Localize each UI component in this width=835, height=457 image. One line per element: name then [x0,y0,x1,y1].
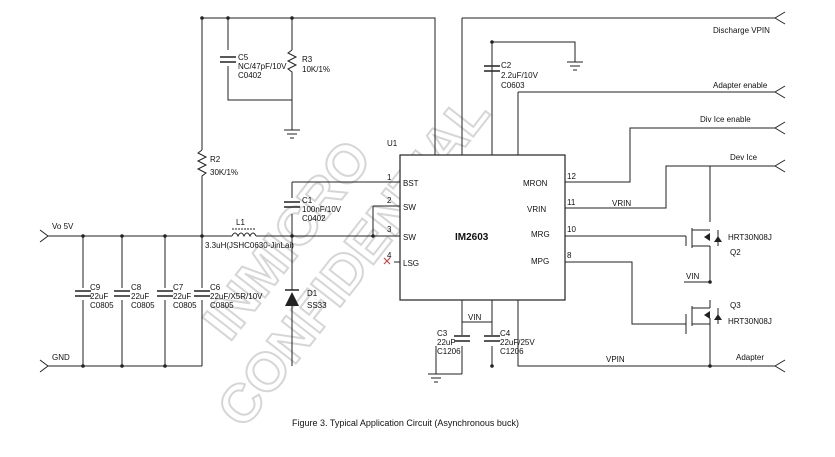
r2-ref: R2 [210,155,221,164]
pin-num-3: 3 [387,225,392,234]
port-dev-ice: Dev Ice [730,153,758,162]
c2-ref: C2 [501,61,512,70]
c8-package: C0805 [131,301,155,310]
q3-value: HRT30N08J [728,317,772,326]
resistor-r3: R3 10K/1% [286,49,330,76]
net-vin-top: VIN [468,313,482,322]
c1-package: C0402 [302,214,326,223]
capacitor-c3: C3 22uF C1206 [437,329,470,356]
c9-package: C0805 [90,301,114,310]
c4-package: C1206 [500,347,524,356]
port-vo-5v: Vo 5V [52,222,74,231]
c1-value: 100nF/10V [302,205,342,214]
net-vrin: VRIN [612,199,631,208]
c6-ref: C6 [210,283,221,292]
resistor-r2: R2 30K/1% [196,149,238,182]
c8-value: 22uF [131,292,149,301]
q2-ref: Q2 [730,248,741,257]
c2-value: 2.2uF/10V [501,71,539,80]
pin-num-2: 2 [387,196,392,205]
pin-name-mron: MRON [523,179,548,188]
pin-name-lsg: LSG [403,259,419,268]
wires [48,17,775,375]
ground-symbol [567,61,583,71]
capacitor-c8: C8 22uF C0805 [114,283,155,310]
c1-ref: C1 [302,196,313,205]
l1-ref: L1 [236,218,245,227]
r3-ref: R3 [302,55,313,64]
c6-package: C0805 [210,301,234,310]
c2-package: C0603 [501,81,525,90]
capacitor-c5: C5 NC/47pF/10V C0402 [220,53,287,80]
pin-name-mpg: MPG [531,257,549,266]
capacitor-c9: C9 22uF C0805 [75,283,114,310]
ic-name: IM2603 [455,232,489,243]
c3-ref: C3 [437,329,448,338]
port-adapter: Adapter [736,353,764,362]
c7-value: 22uF [173,292,191,301]
r3-value: 10K/1% [302,65,330,74]
capacitor-c6: C6 22uF/X5R/10V C0805 [194,283,263,310]
l1-value: 3.3uH(JSHC0630-JinLai) [205,241,294,250]
q3-ref: Q3 [730,301,741,310]
capacitor-c1: C1 100nF/10V C0402 [284,196,342,223]
figure-caption: Figure 3. Typical Application Circuit (A… [292,418,519,428]
d1-ref: D1 [307,289,318,298]
port-arrows [39,11,786,373]
ic-body [399,154,566,301]
d1-value: SS33 [307,301,327,310]
pin-num-11: 11 [567,198,576,207]
pin-name-bst: BST [403,179,419,188]
diode-d1: D1 SS33 [285,289,327,310]
r2-value: 30K/1% [210,168,238,177]
net-vin-mid: VIN [686,272,700,281]
mosfet-q3: Q3 HRT30N08J [685,300,772,334]
c5-ref: C5 [238,53,249,62]
ic-ref: U1 [387,139,398,148]
c5-package: C0402 [238,71,262,80]
ground-symbol [428,373,444,383]
c5-value: NC/47pF/10V [238,62,287,71]
no-connect-mark [383,257,391,265]
port-gnd: GND [52,353,70,362]
pin-num-12: 12 [567,172,576,181]
capacitor-c4: C4 22uF/25V C1206 [484,329,535,356]
c9-value: 22uF [90,292,108,301]
c3-value: 22uF [437,338,455,347]
c6-value: 22uF/X5R/10V [210,292,263,301]
c8-ref: C8 [131,283,142,292]
port-adapter-enable: Adapter enable [713,81,768,90]
pin-num-10: 10 [567,225,576,234]
port-discharge-vpin: Discharge VPIN [713,26,770,35]
ground-symbol [284,129,300,139]
junction-dots [81,16,712,368]
pin-num-4: 4 [387,251,392,260]
pin-name-vrin: VRIN [527,205,546,214]
c4-value: 22uF/25V [500,338,535,347]
pin-num-8: 8 [567,251,572,260]
c7-package: C0805 [173,301,197,310]
capacitor-c2: C2 2.2uF/10V C0603 [484,61,539,90]
capacitor-c7: C7 22uF C0805 [157,283,197,310]
c9-ref: C9 [90,283,101,292]
pin-num-1: 1 [387,173,392,182]
mosfet-q2: HRT30N08J Q2 [685,228,772,258]
port-div-ice-enable: Div Ice enable [700,115,751,124]
c3-package: C1206 [437,347,461,356]
c7-ref: C7 [173,283,184,292]
q2-value: HRT30N08J [728,233,772,242]
net-vpin: VPIN [606,355,625,364]
pin-name-sw-a: SW [403,203,416,212]
inductor-l1: L1 3.3uH(JSHC0630-JinLai) [205,218,294,250]
pin-name-sw-b: SW [403,233,416,242]
pin-name-mrg: MRG [531,230,550,239]
c4-ref: C4 [500,329,511,338]
